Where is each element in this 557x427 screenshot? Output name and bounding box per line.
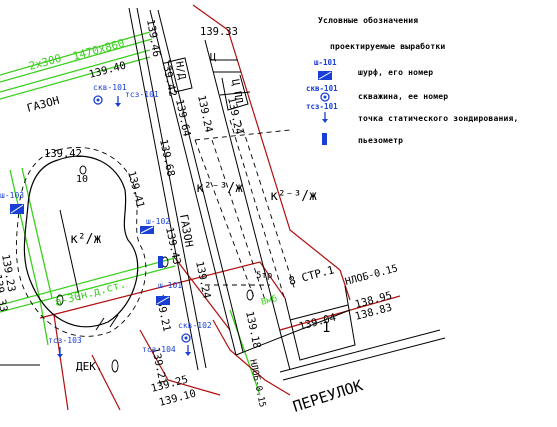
legend-symbols bbox=[318, 71, 332, 145]
probe-tag: тсз-103 bbox=[48, 336, 82, 345]
elevation-label: 139.33 bbox=[200, 26, 238, 38]
elevation-label: 139.42 bbox=[44, 148, 82, 160]
legend-pit-tag: ш-101 bbox=[314, 58, 337, 67]
elevation-label: 139.33 bbox=[0, 273, 9, 312]
legend-pit-text: шурф, его номер bbox=[358, 68, 434, 77]
elevation-label: 139.24 bbox=[195, 94, 215, 134]
lawn-label: ГАЗОН bbox=[177, 213, 196, 248]
well-tag: скв-102 bbox=[178, 321, 212, 330]
legend-piezo-text: пьезометр bbox=[358, 136, 404, 145]
deck-label: ДЕК. bbox=[76, 360, 103, 373]
street-label: ПЕРЕУЛОК bbox=[291, 376, 365, 415]
elevation-label: 139.24 bbox=[193, 260, 213, 300]
well-tag: скв-101 bbox=[93, 83, 127, 92]
wall-label: Ц ПЛ bbox=[229, 79, 244, 105]
piezometer-legend-icon bbox=[322, 133, 327, 145]
legend-probe-tag: тсз-101 bbox=[306, 102, 338, 111]
elevation-label: 139.46 bbox=[144, 18, 162, 57]
paved-island-outline bbox=[23, 155, 139, 328]
elevation-label: 139.64 bbox=[173, 98, 193, 138]
tree-symbols bbox=[56, 165, 254, 373]
zone-label: к²⁻³/ж bbox=[270, 189, 317, 204]
pit-tag: ш-103 bbox=[0, 191, 24, 200]
elevation-label: 139.41 bbox=[125, 170, 146, 210]
legend-well-text: скважина, ее номер bbox=[358, 92, 449, 101]
utility-pipe-lines bbox=[0, 31, 261, 396]
slab-label: 5тр bbox=[256, 271, 272, 281]
building-label: 8 СТР.1 bbox=[287, 263, 335, 288]
paved-island-dashed-outline bbox=[15, 146, 147, 337]
area-labels: ГАЗОН ГАЗОН к²/ж к²⁻³/ж к²⁻³/ж 8 СТР.1 1… bbox=[25, 52, 399, 416]
grade-label: Вмб bbox=[260, 293, 279, 308]
vent-label: Н/Д bbox=[173, 61, 187, 81]
cut-label: Ц bbox=[210, 52, 216, 63]
nlob-label-2: НЛОБ-0.15 bbox=[247, 359, 267, 409]
well-legend-icon bbox=[320, 92, 330, 102]
zone-label: к²⁻³/ж bbox=[196, 181, 243, 196]
dashed-projection-lines bbox=[194, 119, 296, 301]
street-and-curb-lines bbox=[0, 7, 446, 381]
tree-number-label: 10 bbox=[76, 174, 88, 185]
legend-subtitle: проектируемые выработки bbox=[330, 42, 446, 51]
survey-points: скв-101 тсз-101 ш-103 ш-102 ш-101 скв-10… bbox=[0, 83, 212, 358]
elevation-label: 139.23 bbox=[0, 253, 17, 292]
building-floor-label: 1 bbox=[322, 320, 330, 336]
legend-title: Условные обозначения bbox=[318, 16, 419, 25]
probe-tag: тсз-101 bbox=[125, 90, 159, 99]
probe-tag: тсз-104 bbox=[142, 345, 176, 354]
legend-well-tag: скв-101 bbox=[306, 84, 338, 93]
pit-tag: ш-101 bbox=[158, 281, 182, 290]
elevation-label: 139.04 bbox=[298, 311, 338, 332]
property-boundaries bbox=[39, 4, 401, 411]
elevation-label: 139.40 bbox=[88, 59, 128, 80]
pit-tag: ш-102 bbox=[146, 217, 170, 226]
nlob-label: НЛОБ-0.15 bbox=[344, 263, 399, 288]
lawn-label: ГАЗОН bbox=[25, 94, 60, 115]
legend-probe-text: точка статического зондирования, bbox=[358, 114, 519, 123]
elevation-label: 139.18 bbox=[243, 310, 263, 350]
depth-label: а-30н.д.ст. bbox=[53, 277, 127, 308]
zone-label: к²/ж bbox=[70, 232, 101, 247]
